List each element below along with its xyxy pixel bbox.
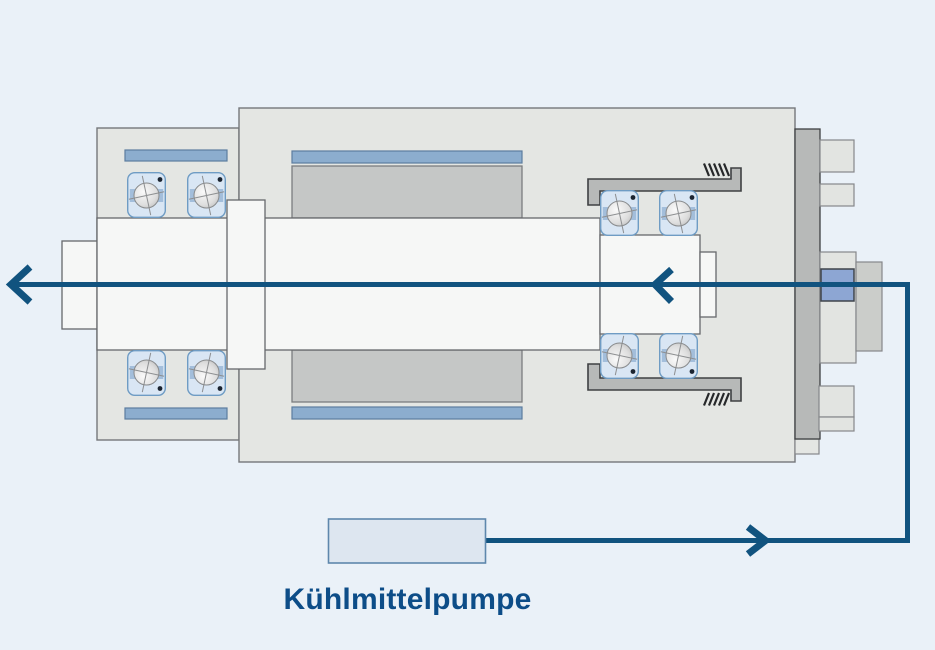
bearing-rear-bottom-2: [659, 333, 698, 379]
bearing-rear-top-2: [659, 189, 698, 237]
preload-bracket-top: [587, 167, 742, 206]
bearing-front-bottom-2: [186, 350, 227, 396]
rear-step: [794, 438, 820, 455]
preload-bracket-bottom: [587, 363, 742, 402]
cooling-channel-front-top: [124, 149, 228, 162]
fixed-support-hatch-bottom: [702, 392, 731, 406]
bearing-rear-bottom-1: [600, 333, 639, 379]
cooling-channel-front-bottom: [124, 407, 228, 420]
bearing-front-top-1: [126, 171, 167, 219]
rear-block-top-2: [819, 183, 855, 207]
rear-block-top-1: [819, 139, 855, 173]
flow-arrow-left-icon: [5, 264, 33, 305]
bearing-rear-top-1: [600, 189, 639, 237]
stator-bottom: [291, 349, 523, 403]
bearing-front-top-2: [186, 171, 227, 219]
rear-block-bottom-2: [818, 416, 855, 432]
rear-block-mid-dark: [855, 261, 883, 352]
flow-arrow-pump-icon: [745, 524, 772, 557]
bearing-front-bottom-1: [126, 350, 167, 396]
cooling-channel-stator-top: [291, 150, 523, 164]
rear-block-bottom-1: [818, 385, 855, 418]
pump-box: [327, 518, 487, 564]
coolant-flow-path: [16, 282, 910, 543]
fixed-support-hatch-top: [702, 163, 731, 177]
pump-label: Kühlmittelpumpe: [283, 583, 532, 616]
stator-top: [291, 165, 523, 219]
cooling-channel-stator-bottom: [291, 406, 523, 420]
flow-arrow-shaft-icon: [649, 266, 675, 304]
